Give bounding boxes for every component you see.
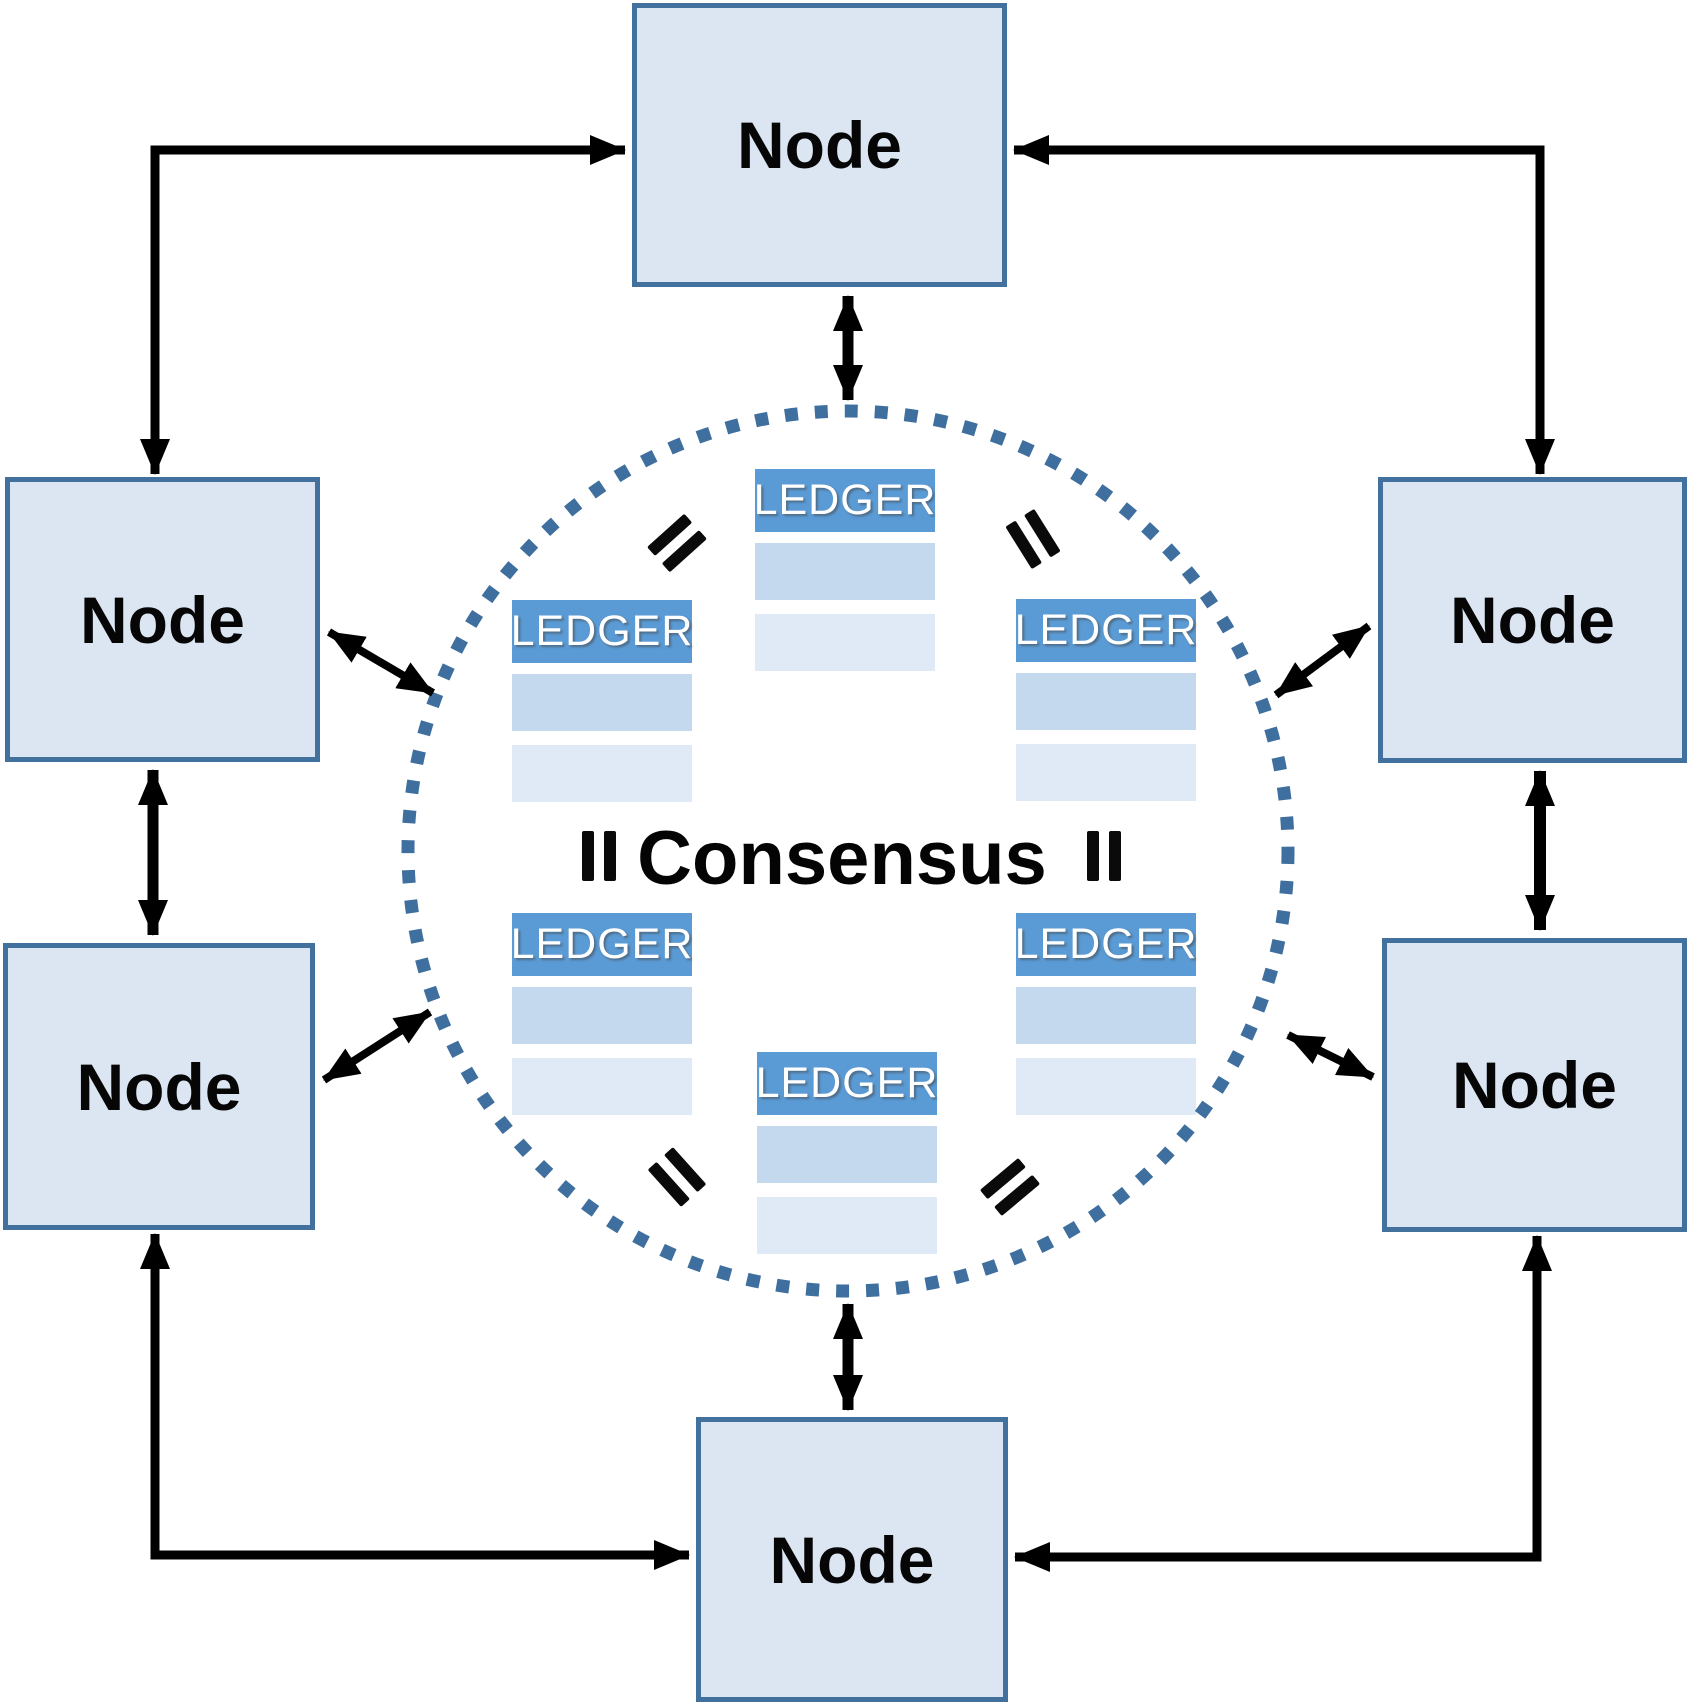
ledger-row: [755, 543, 935, 600]
ledger-header: LEDGER: [1015, 913, 1196, 976]
arrow-corner-bottom-right: [1014, 1235, 1552, 1572]
ledger-row: [1016, 744, 1196, 801]
ledger-row: [1016, 1058, 1196, 1115]
ledger-row: [755, 614, 935, 671]
arrow-right-lower-node-circle: [1286, 1031, 1375, 1081]
node-box-left-lower: Node: [3, 943, 315, 1230]
node-box-bottom: Node: [696, 1417, 1008, 1702]
arrow-corner-top-right: [1013, 135, 1555, 475]
node-label: Node: [80, 582, 245, 657]
ledger-table-bottom-center: LEDGER: [756, 1052, 937, 1254]
node-box-left-upper: Node: [5, 477, 320, 762]
ledger-row: [512, 1058, 692, 1115]
node-label: Node: [76, 1049, 242, 1124]
ledger-row: [757, 1126, 937, 1183]
ledger-header: LEDGER: [756, 1052, 937, 1115]
ledger-header: LEDGER: [511, 600, 692, 663]
ledger-row: [1016, 987, 1196, 1044]
arrow-right-upper-node-circle: [1273, 622, 1372, 699]
arrow-corner-top-left: [140, 135, 626, 475]
node-box-right-upper: Node: [1378, 477, 1687, 763]
node-box-right-lower: Node: [1382, 938, 1687, 1232]
node-label: Node: [737, 108, 902, 182]
ledger-row: [1016, 673, 1196, 730]
ledger-table-middle-left: LEDGER: [511, 600, 692, 802]
consensus-label: Consensus: [637, 815, 1047, 901]
equals-icon: [647, 1147, 707, 1207]
ledger-table-middle-right: LEDGER: [1015, 599, 1196, 801]
ledger-table-bottom-left: LEDGER: [511, 913, 692, 1115]
ledger-header: LEDGER: [754, 469, 935, 532]
ledger-table-bottom-right: LEDGER: [1015, 913, 1196, 1115]
ledger-header: LEDGER: [1015, 599, 1196, 662]
equals-icon: [979, 1157, 1041, 1217]
node-label: Node: [769, 1522, 935, 1597]
ledger-header: LEDGER: [511, 913, 692, 976]
arrow-left-lower-node-circle: [321, 1008, 433, 1084]
arrow-left-upper-node-circle: [326, 628, 436, 697]
ledger-row: [512, 745, 692, 802]
node-label: Node: [1452, 1048, 1617, 1122]
ledger-row: [757, 1197, 937, 1254]
equals-icon: [1087, 831, 1121, 881]
equals-icon: [647, 513, 707, 573]
ledger-table-top: LEDGER: [754, 469, 935, 671]
ledger-row: [512, 674, 692, 731]
equals-icon: [1005, 508, 1061, 570]
arrow-corner-bottom-left: [140, 1233, 690, 1570]
node-label: Node: [1450, 583, 1615, 657]
ledger-row: [512, 987, 692, 1044]
node-box-top: Node: [632, 3, 1007, 287]
